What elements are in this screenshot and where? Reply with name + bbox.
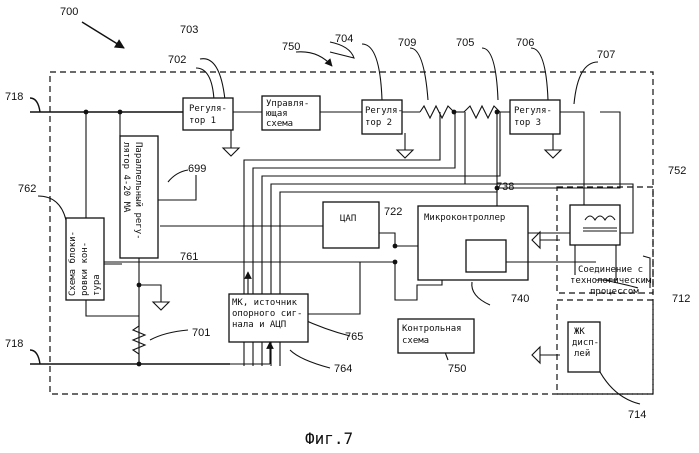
ref-712: 712 [672, 293, 690, 305]
ground-icon [397, 133, 413, 158]
ref-714: 714 [628, 409, 646, 421]
dac-label: ЦАП [340, 214, 356, 224]
regulator-3-block: Регуля-тор 3 [510, 100, 560, 134]
ref-699: 699 [188, 163, 206, 175]
ref-707: 707 [597, 49, 615, 61]
control-circuit-block: Управля-ющаясхема [262, 96, 320, 130]
microcontroller-inner-block [466, 240, 506, 272]
figure-pointer-arrow [82, 22, 124, 48]
ref-722: 722 [384, 206, 402, 218]
resistor-701 [133, 320, 145, 364]
lcd-display-block: ЖКдисп-лей [568, 322, 600, 372]
process-connection-label: Соединение стехнологическимпроцессом [570, 265, 652, 297]
ref-705: 705 [456, 37, 474, 49]
ref-709: 709 [398, 37, 416, 49]
ref-764: 764 [334, 363, 352, 375]
ref-718-top: 718 [5, 91, 23, 103]
ref-752: 752 [668, 165, 686, 177]
loop-lockout-block: Схема блоки-ровки кон-тура [66, 218, 104, 300]
microcontroller-block: Микроконтроллер [418, 206, 528, 280]
parallel-regulator-block: Параллельный регу-лятор 4-20 МА [120, 136, 158, 258]
process-connection-block: Соединение стехнологическимпроцессом [570, 205, 652, 297]
ref-706: 706 [516, 37, 534, 49]
dac-block: ЦАП [323, 202, 379, 248]
figure-caption: Фиг.7 [305, 429, 353, 448]
ref-765: 765 [345, 331, 363, 343]
mk-reference-adc-block: МК, источникопорного сиг-нала и АЦП [229, 294, 308, 342]
ground-icon [532, 347, 560, 363]
microcontroller-label: Микроконтроллер [424, 213, 505, 223]
ref-761: 761 [180, 251, 198, 263]
ref-702: 702 [168, 54, 186, 66]
ref-750-top: 750 [282, 41, 300, 53]
regulator-2-block: Регуля-тор 2 [362, 100, 403, 134]
ground-icon [532, 232, 560, 248]
ref-740: 740 [511, 293, 529, 305]
ref-718-bottom: 718 [5, 338, 23, 350]
ref-700: 700 [60, 6, 78, 18]
ref-750-bottom: 750 [448, 363, 466, 375]
ref-738: 738 [496, 181, 514, 193]
ground-icon [545, 134, 561, 158]
control-circuit-2-block: Контрольнаясхема [398, 319, 474, 353]
ref-703: 703 [180, 24, 198, 36]
ref-701: 701 [192, 327, 210, 339]
enclosure-pointer-arrow [296, 52, 332, 66]
regulator-1-block: Регуля-тор 1 [183, 98, 233, 130]
ground-icon [153, 298, 169, 310]
ground-icon [223, 130, 239, 156]
ref-762: 762 [18, 183, 36, 195]
ref-704: 704 [335, 33, 353, 45]
